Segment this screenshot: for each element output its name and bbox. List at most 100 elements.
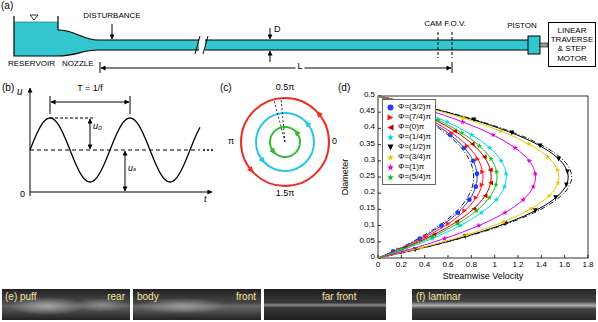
part-name: PISTON <box>507 22 537 31</box>
part-name: NOZZLE <box>62 60 94 69</box>
signal-axes <box>30 150 200 151</box>
profile-curve <box>378 96 506 258</box>
tick-mark <box>564 255 565 258</box>
dimension-arrows <box>100 62 452 73</box>
data-marker <box>556 157 561 162</box>
legend-marker <box>386 153 395 162</box>
photo-caption: rear <box>107 291 125 302</box>
data-marker <box>399 247 405 252</box>
data-marker <box>469 132 475 137</box>
legend-entry: Φ=(1/4)π <box>386 132 431 142</box>
legend-text: Φ=(3/2)π <box>398 102 431 112</box>
data-marker <box>459 130 465 135</box>
signal-axes <box>30 192 212 193</box>
continuation-dots <box>211 149 213 151</box>
dimension-arrows <box>270 51 271 62</box>
data-marker <box>435 117 441 122</box>
data-marker <box>460 119 466 124</box>
data-marker <box>467 197 472 202</box>
legend-marker <box>386 113 395 122</box>
arrowhead <box>294 129 301 136</box>
data-marker <box>494 169 500 174</box>
legend-text: Φ=(1/2)π <box>398 142 431 152</box>
pipe <box>98 36 528 54</box>
tick-label: 0.8 <box>466 261 477 270</box>
panel-letter: (d) <box>338 82 350 93</box>
dimension-arrows <box>438 32 452 58</box>
legend-entry: Φ=(1)π <box>386 162 431 172</box>
amplitude-label: u₀ <box>93 122 102 132</box>
reservoir <box>14 22 58 23</box>
signal-axes <box>125 151 126 191</box>
data-marker <box>477 143 483 148</box>
legend-marker <box>386 103 395 112</box>
data-marker <box>503 171 509 176</box>
tick-mark <box>378 128 381 129</box>
legend-entry: Φ=(3/4)π <box>386 152 431 162</box>
panel-letter: (b) <box>2 82 14 93</box>
tick-mark <box>378 193 381 194</box>
data-marker <box>455 221 461 226</box>
legend-text: Φ=(7/4)π <box>398 112 431 122</box>
tick-mark <box>541 255 542 258</box>
pipe <box>98 40 528 50</box>
reservoir <box>14 15 58 56</box>
tick-mark <box>378 160 381 161</box>
phase-circles <box>241 98 329 186</box>
data-marker <box>501 219 507 224</box>
tick-mark <box>448 255 449 258</box>
data-marker <box>553 195 558 200</box>
reservoir <box>57 16 58 30</box>
axis-label: u <box>17 86 23 97</box>
data-marker <box>487 195 492 200</box>
legend-entry: Φ=(1/2)π <box>386 142 431 152</box>
data-marker <box>387 173 394 180</box>
puff-photo: bodyfront <box>133 289 261 320</box>
sine-wave <box>30 118 200 182</box>
arrowhead <box>316 111 323 118</box>
signal-axes <box>51 102 129 103</box>
data-marker <box>474 195 479 200</box>
legend-entry: Φ=(5/4)π <box>386 172 431 182</box>
photo-caption: (f) laminar <box>416 291 461 302</box>
tick-label: 1.8 <box>582 261 593 270</box>
data-marker <box>502 210 507 215</box>
tick-mark <box>494 255 495 258</box>
box-text: LINEAR TRAVERSE & STEP MOTOR <box>550 26 594 63</box>
tick-label: 0.2 <box>364 188 375 197</box>
dimension-arrows <box>101 68 451 69</box>
period-label: T = 1/f <box>75 84 105 94</box>
origin-label: 0 <box>20 190 25 200</box>
tick-mark <box>588 255 589 258</box>
data-marker <box>480 182 485 187</box>
data-marker <box>476 223 481 228</box>
data-marker <box>528 206 534 211</box>
data-marker <box>473 184 478 189</box>
tick-label: 0.5 <box>364 91 375 100</box>
dimension-arrows <box>270 28 271 39</box>
data-marker <box>494 197 500 202</box>
continuation-dots <box>203 149 213 151</box>
tick-label: 0.25 <box>359 172 375 181</box>
data-marker <box>545 154 551 159</box>
nozzle <box>58 50 98 56</box>
reservoir <box>30 15 38 20</box>
tick-label: 1.2 <box>512 261 523 270</box>
piston <box>528 36 540 54</box>
tick-mark <box>471 255 472 258</box>
tick-mark <box>424 255 425 258</box>
tick-label: 0.45 <box>359 107 375 116</box>
arrowhead <box>305 120 312 127</box>
phase-label: 0.5π <box>276 83 295 93</box>
arrowhead <box>269 147 276 154</box>
data-marker <box>520 197 526 202</box>
data-marker <box>388 104 394 110</box>
legend-text: Φ=(0)π <box>398 122 424 132</box>
data-marker <box>465 144 470 149</box>
pipe <box>98 40 528 50</box>
envelope-curve <box>378 96 572 258</box>
data-marker <box>388 144 394 150</box>
legend-text: Φ=(3/4)π <box>398 152 431 162</box>
profile-curve <box>378 96 536 258</box>
legend-marker <box>386 143 395 152</box>
